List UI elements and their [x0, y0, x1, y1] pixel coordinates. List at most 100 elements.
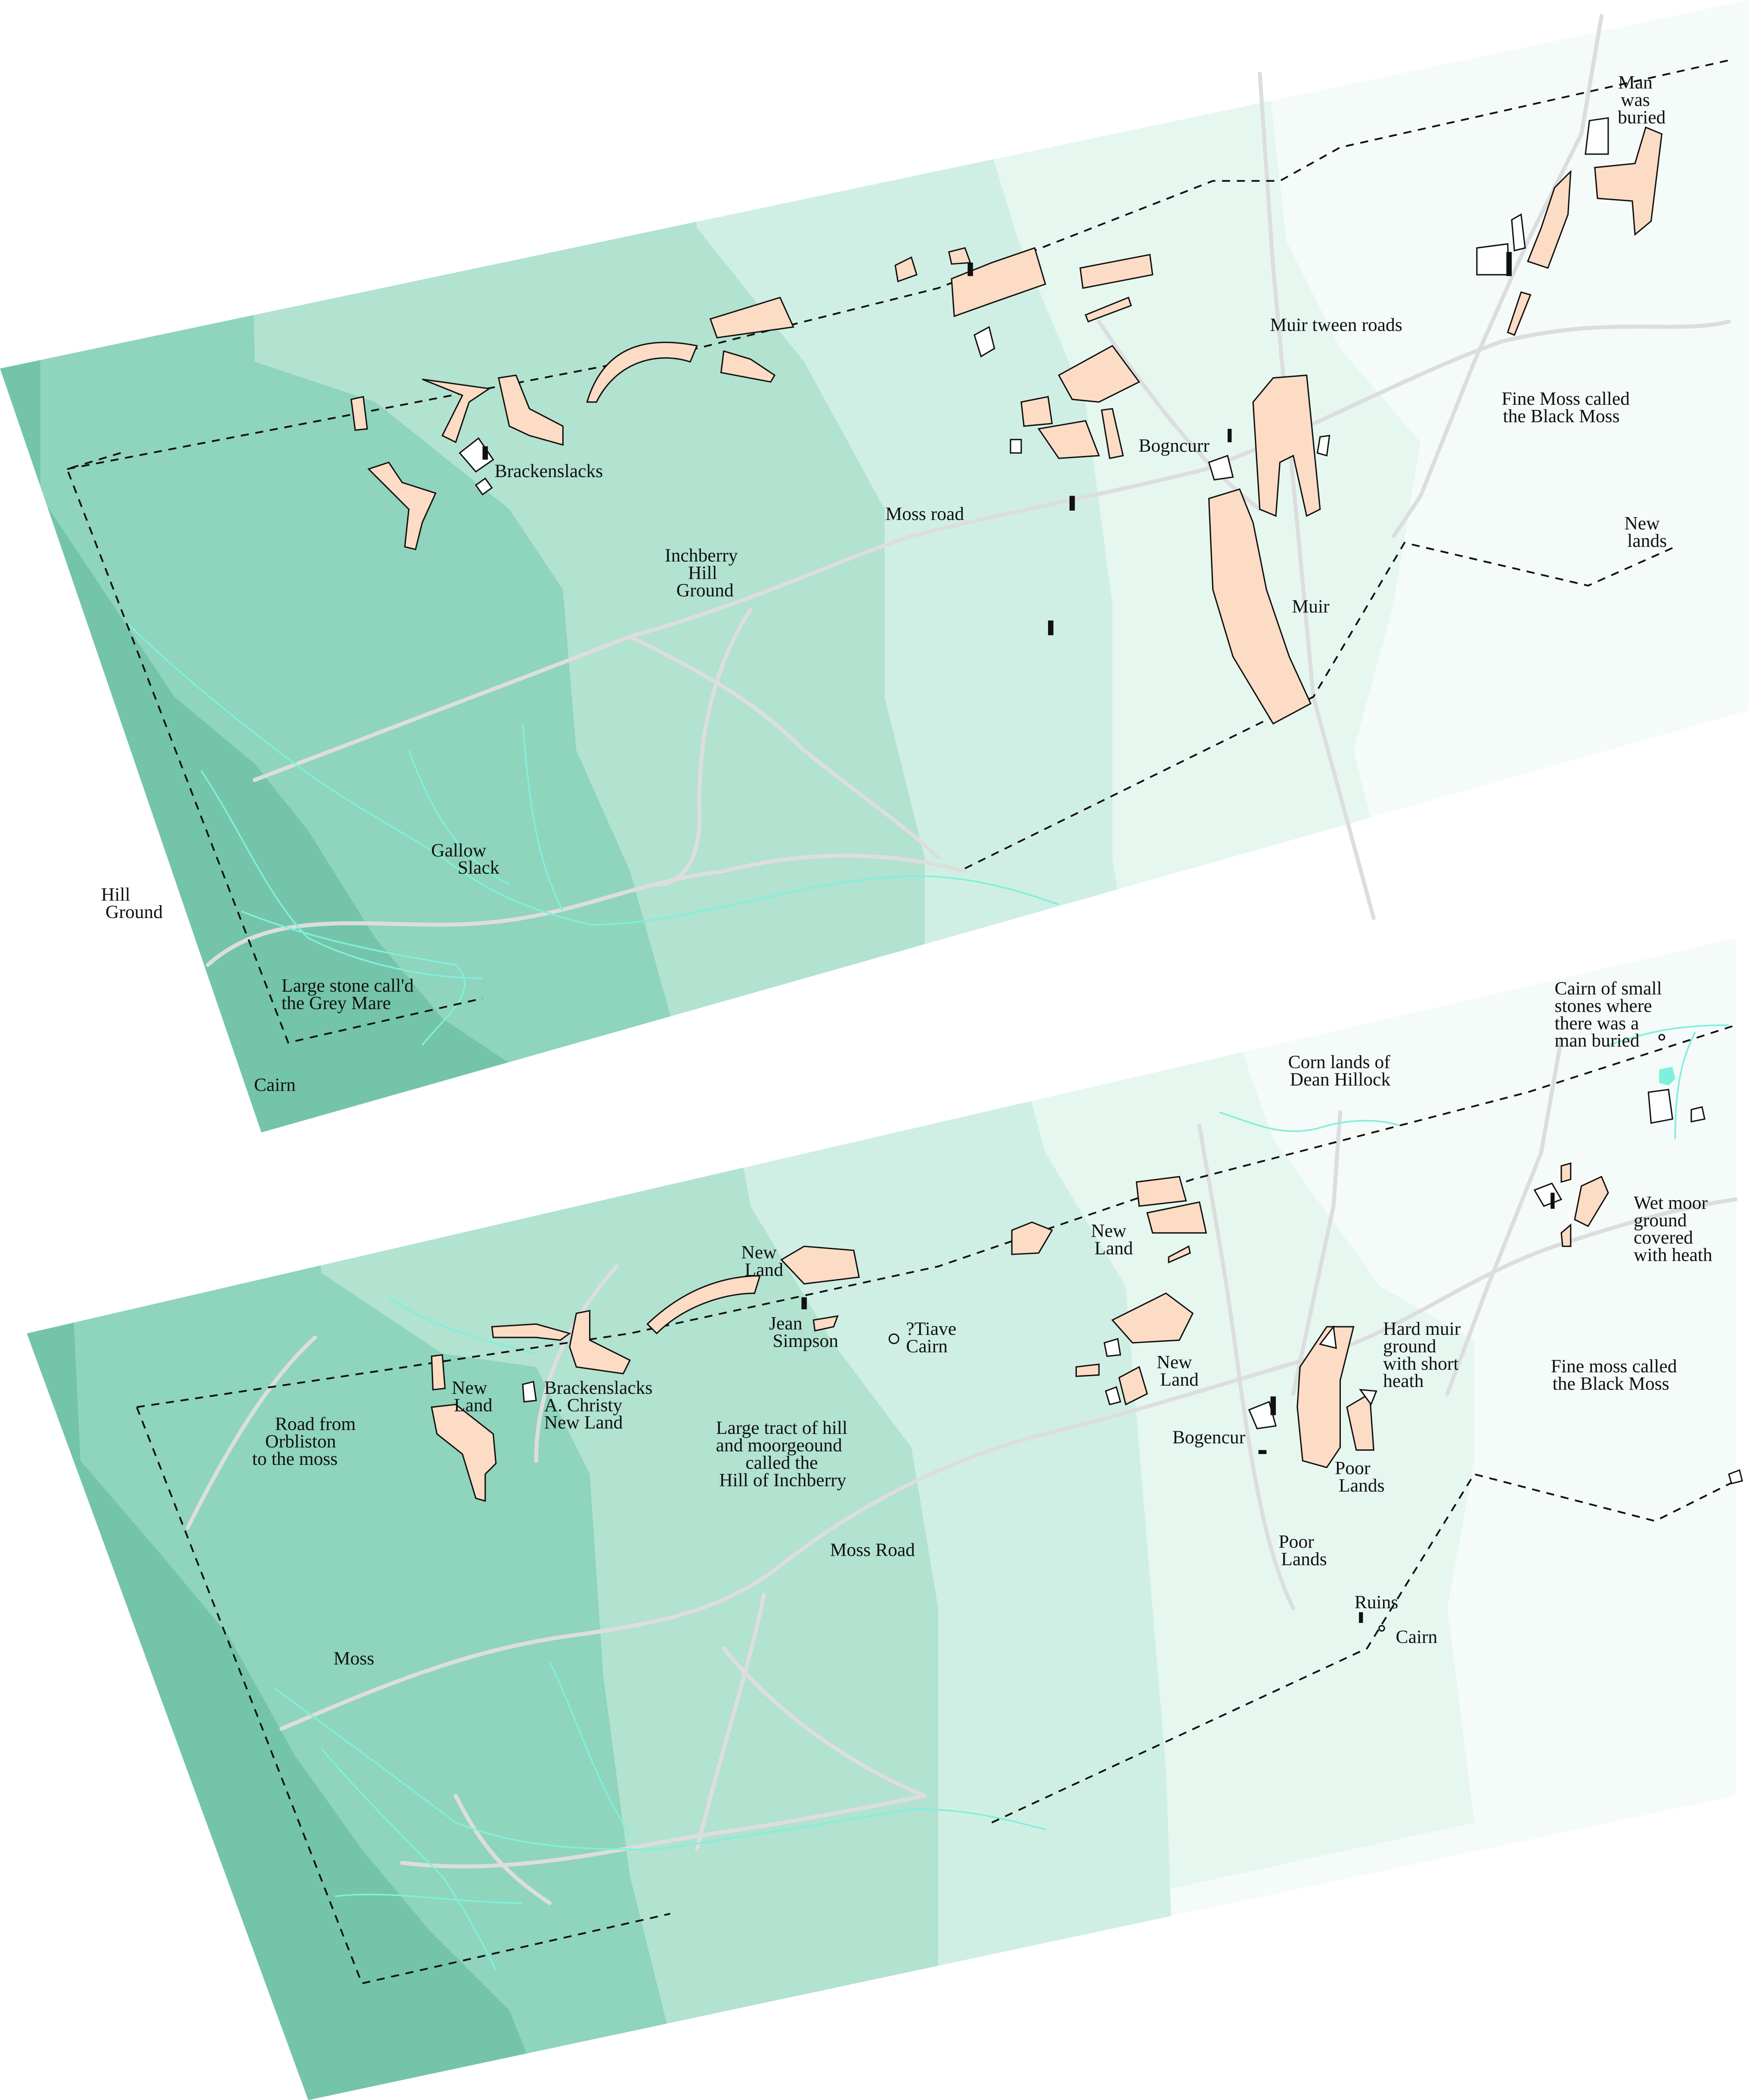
field	[1507, 291, 1532, 336]
field	[1037, 420, 1100, 459]
label-muir: Muir	[1292, 596, 1330, 617]
field	[1118, 1366, 1148, 1405]
label-road-orbliston: Road from Orbliston to the moss	[252, 1414, 360, 1469]
label-brackenslacks: Brackenslacks	[495, 461, 603, 481]
building	[474, 477, 493, 496]
label-wet-moor: Wet moor ground covered with heath	[1634, 1192, 1712, 1265]
cairn-marker	[1658, 1034, 1665, 1041]
buildings	[459, 117, 1609, 636]
bottom-labels: Cairn of small stones where there was a …	[252, 978, 1712, 1669]
field	[1560, 1162, 1572, 1183]
cairn-marker	[888, 1333, 899, 1344]
field	[1594, 126, 1663, 236]
building-marker	[1551, 1192, 1555, 1209]
building	[1511, 213, 1526, 251]
building	[1010, 439, 1022, 454]
building-marker	[1258, 1450, 1267, 1454]
building	[459, 437, 494, 473]
streams	[127, 622, 1059, 1046]
field	[1574, 1176, 1609, 1227]
label-fine-moss: Fine Moss called the Black Moss	[1501, 388, 1634, 426]
field	[1135, 1176, 1187, 1207]
field	[720, 350, 776, 383]
label-new-land-4: New Land	[1157, 1352, 1199, 1390]
field	[1252, 374, 1321, 517]
field	[646, 1275, 761, 1334]
field	[498, 374, 564, 446]
field	[586, 341, 698, 403]
building-marker	[1359, 1612, 1363, 1623]
field	[1085, 296, 1132, 323]
label-cairn: Cairn	[1396, 1627, 1438, 1647]
label-poor-lands-2: Poor Lands	[1278, 1532, 1327, 1570]
label-cairn-small-stones: Cairn of small stones where there was a …	[1555, 978, 1667, 1051]
field	[367, 461, 437, 550]
building-marker	[482, 446, 488, 460]
field	[1079, 254, 1154, 289]
label-new-land-2: New Land	[741, 1242, 783, 1280]
building	[522, 1380, 537, 1403]
field	[1560, 1223, 1572, 1247]
label-poor-lands-1: Poor Lands	[1335, 1458, 1384, 1496]
field	[350, 396, 368, 431]
boundary	[136, 1024, 1736, 1985]
label-moss-road: Moss road	[885, 504, 964, 524]
building	[1319, 1325, 1337, 1349]
building	[1476, 243, 1510, 276]
field	[951, 247, 1046, 317]
field	[709, 297, 794, 339]
field	[422, 378, 491, 444]
field	[1075, 1363, 1100, 1377]
field	[812, 1315, 839, 1332]
roads	[186, 1036, 1738, 1905]
label-hard-muir: Hard muir ground with short heath	[1383, 1318, 1465, 1391]
buildings	[522, 1034, 1743, 1632]
label-muir-tween-roads: Muir tween roads	[1270, 315, 1402, 335]
label-bogencur: Bogencur	[1172, 1427, 1246, 1448]
label-moss-road: Moss Road	[830, 1539, 915, 1560]
label-inchberry-hill-ground: Inchberry Hill Ground	[665, 545, 742, 601]
building-marker	[1270, 1396, 1276, 1415]
field	[1146, 1201, 1207, 1234]
building	[1103, 1338, 1121, 1357]
field	[491, 1323, 571, 1341]
label-new-land-3: New Land	[452, 1377, 493, 1415]
building-marker	[1069, 496, 1075, 511]
field	[1020, 396, 1053, 427]
label-new-lands: New lands	[1624, 513, 1667, 551]
building	[1316, 434, 1330, 457]
field	[894, 256, 918, 282]
building	[1104, 1386, 1122, 1405]
label-grey-mare: Large stone call'd the Grey Mare	[282, 975, 419, 1013]
boundary	[66, 59, 1729, 1044]
field	[1057, 344, 1141, 403]
building-marker	[801, 1297, 807, 1309]
building-marker	[1228, 428, 1232, 443]
building	[1728, 1469, 1743, 1485]
field	[1296, 1326, 1355, 1468]
building	[1208, 455, 1234, 481]
label-fine-moss: Fine moss called the Black Moss	[1551, 1356, 1682, 1394]
building	[1358, 1389, 1377, 1406]
label-new-land-1: New Land	[1091, 1221, 1133, 1259]
field	[1346, 1393, 1375, 1451]
building-marker	[968, 263, 973, 276]
label-gallow-slack: Gallow Slack	[431, 840, 499, 878]
field	[1208, 488, 1312, 725]
pond	[1659, 1067, 1675, 1086]
label-large-tract: Large tract of hill and moorgeound calle…	[716, 1418, 852, 1490]
label-corn-lands: Corn lands of Dean Hillock	[1288, 1052, 1395, 1090]
field	[1168, 1245, 1191, 1264]
field	[569, 1309, 631, 1374]
field	[1527, 170, 1572, 269]
label-jean-simpson: Jean Simpson	[769, 1313, 838, 1351]
field	[431, 1404, 497, 1502]
building-marker	[1506, 252, 1512, 276]
field	[780, 1245, 860, 1285]
label-tiave-cairn: ?Tiave Cairn	[906, 1318, 961, 1356]
top-labels: Man was buried Fine Moss called the Blac…	[101, 72, 1667, 1095]
building	[1248, 1401, 1277, 1430]
cairn-marker	[1378, 1625, 1385, 1632]
fields	[431, 1162, 1609, 1502]
